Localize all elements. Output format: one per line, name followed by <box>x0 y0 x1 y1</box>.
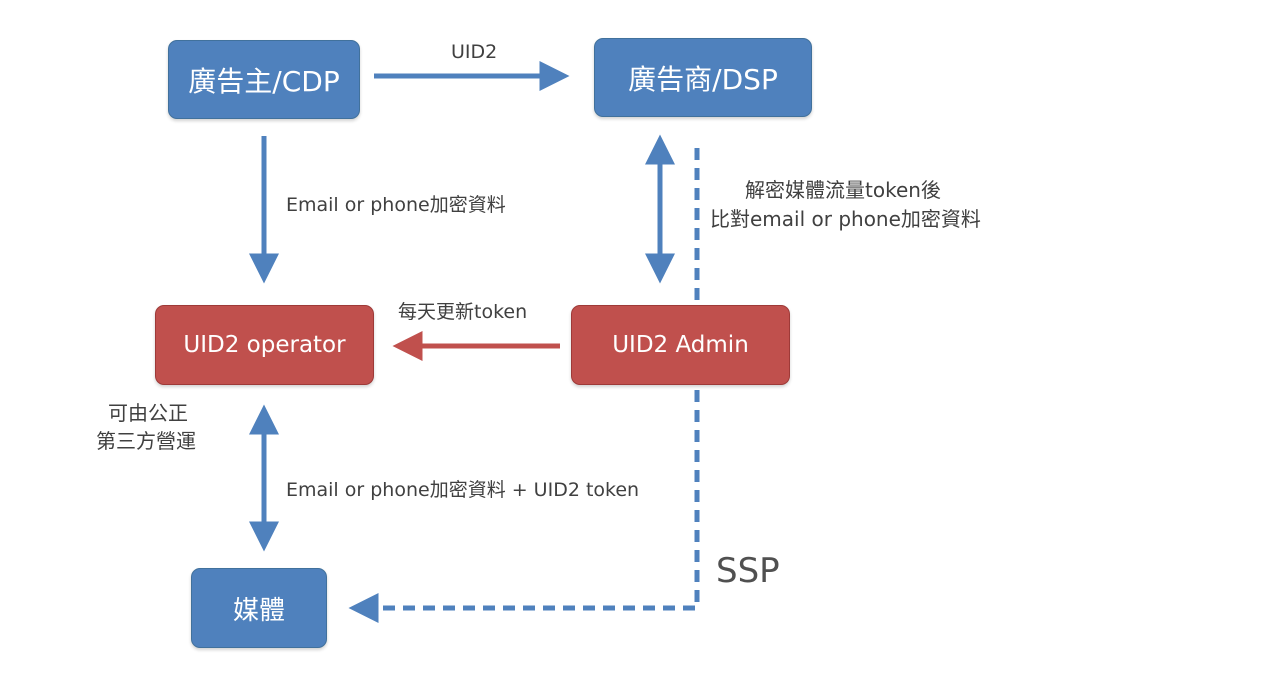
node-dsp: 廣告商/DSP <box>594 38 812 117</box>
label-uid2: UID2 <box>451 41 498 63</box>
note-third-party-line2: 第三方營運 <box>96 429 196 453</box>
node-advertiser-cdp: 廣告主/CDP <box>168 40 360 119</box>
label-operator-media: Email or phone加密資料 + UID2 token <box>286 479 640 501</box>
node-media-label: 媒體 <box>232 595 285 626</box>
node-uid2-operator: UID2 operator <box>155 305 374 385</box>
node-uid2-admin: UID2 Admin <box>571 305 790 385</box>
label-dsp-decrypt-line1: 解密媒體流量token後 <box>745 178 941 202</box>
label-daily-token-update: 每天更新token <box>398 301 528 323</box>
label-email-phone-encrypted: Email or phone加密資料 <box>286 194 506 216</box>
note-third-party-line1: 可由公正 <box>108 401 188 425</box>
node-admin-label: UID2 Admin <box>612 332 749 358</box>
node-operator-label: UID2 operator <box>183 332 346 358</box>
node-dsp-label: 廣告商/DSP <box>628 62 778 96</box>
node-media: 媒體 <box>191 568 327 648</box>
node-advertiser-label: 廣告主/CDP <box>188 64 340 98</box>
dashed-ssp-path-lower <box>348 390 700 623</box>
label-dsp-decrypt-line2: 比對email or phone加密資料 <box>710 207 981 231</box>
label-ssp: SSP <box>716 551 780 591</box>
